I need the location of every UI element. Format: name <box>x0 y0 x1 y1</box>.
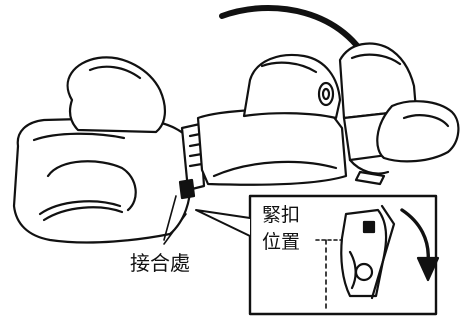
inset-arrow-icon <box>400 208 440 282</box>
latch-label-line2: 位置 <box>262 231 300 253</box>
latch-label-line1: 緊扣 <box>262 204 300 226</box>
left-seat-cushion <box>12 56 192 244</box>
latch-inset <box>195 194 438 316</box>
joint-label: 接合處 <box>130 251 190 275</box>
right-seat-back <box>338 42 460 186</box>
joint-connector <box>163 122 206 241</box>
middle-seat-body <box>196 54 348 186</box>
joint-leader-line <box>163 213 187 245</box>
